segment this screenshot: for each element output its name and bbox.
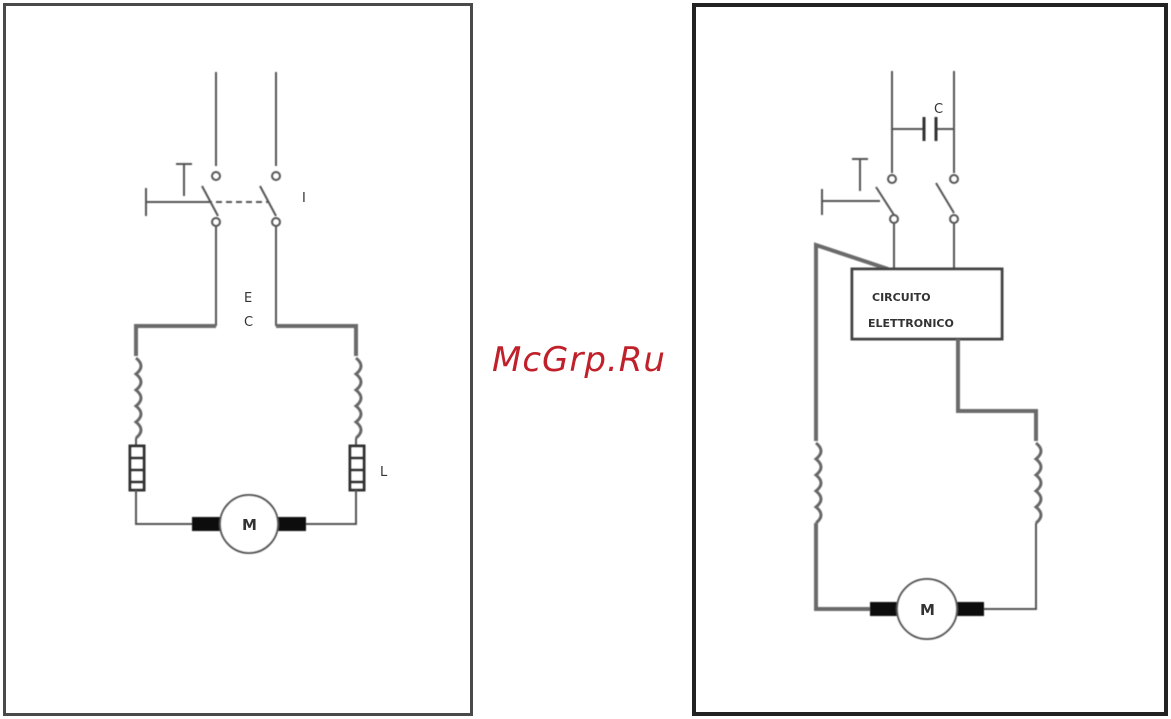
left-schematic: M I E C L: [6, 6, 470, 713]
capacitor-label: C: [934, 102, 943, 117]
pushbutton-symbol: [852, 159, 868, 191]
side-label-e: E: [244, 291, 252, 306]
field-coil-right: [1036, 443, 1041, 523]
wire-right-feed: [958, 339, 1036, 441]
terminal-1: [212, 172, 220, 180]
left-schematic-panel: M I E C L: [3, 3, 473, 716]
wire-right-top: [276, 326, 356, 356]
right-schematic-panel: C CIRCUITO ELETTRONICO M: [692, 3, 1168, 716]
brush-right: [956, 602, 984, 616]
box-label-line2: ELETTRONICO: [868, 317, 954, 330]
right-schematic: C CIRCUITO ELETTRONICO M: [696, 7, 1164, 712]
side-label-c: C: [244, 315, 253, 330]
brush-left: [192, 517, 220, 531]
switch-blade-2: [936, 183, 954, 213]
switch-label: I: [302, 191, 306, 206]
box-label-line1: CIRCUITO: [872, 291, 931, 304]
brush-right: [278, 517, 306, 531]
pushbutton-symbol: [176, 164, 192, 196]
watermark-text: McGrp.Ru: [492, 340, 666, 380]
field-label: L: [380, 465, 388, 480]
field-coil-left: [816, 443, 821, 523]
brush-left: [870, 602, 898, 616]
motor-label: M: [920, 601, 935, 619]
field-coil-left: [136, 358, 141, 438]
field-coil-right: [356, 358, 361, 438]
wire-left-top: [136, 326, 216, 356]
motor-label: M: [242, 516, 257, 534]
terminal-2: [272, 172, 280, 180]
